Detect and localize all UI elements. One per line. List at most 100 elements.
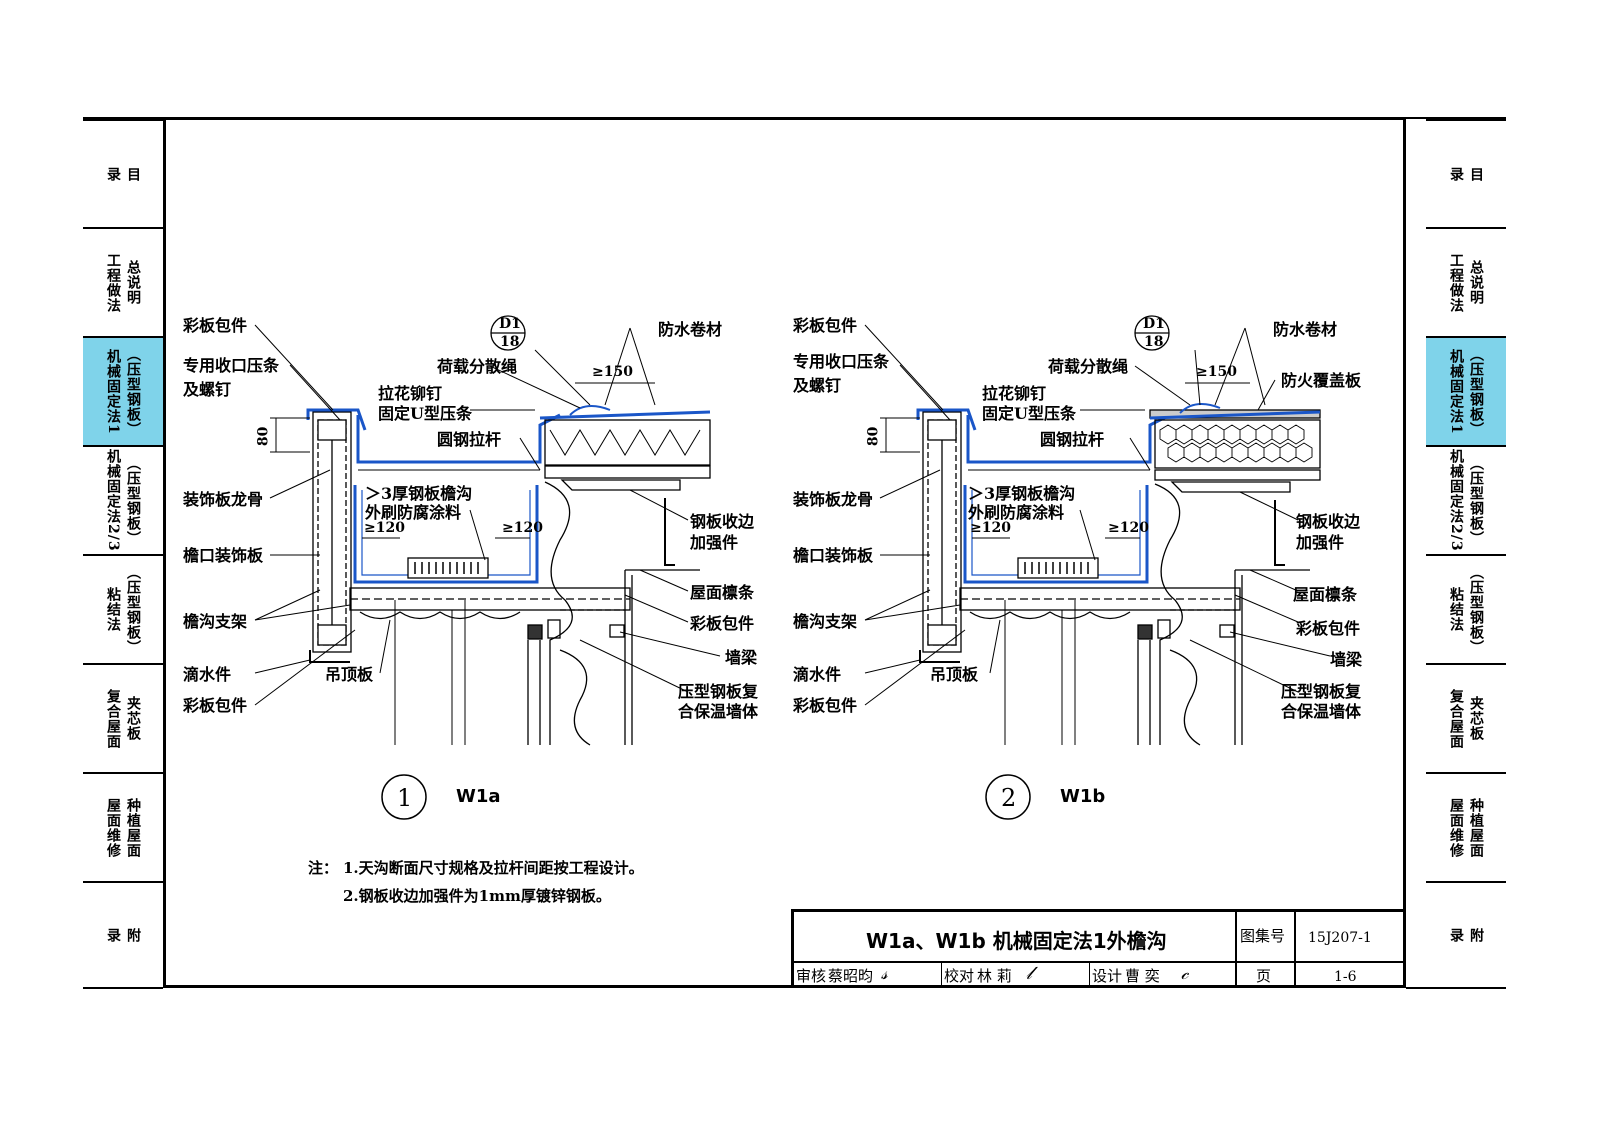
sidebar-item-label: 粘结法: [1448, 587, 1464, 632]
label-gutter-2: 外刷防腐涂料: [968, 503, 1065, 522]
label-screw: 及螺钉: [183, 380, 232, 399]
sidebar-item-6[interactable]: 夹芯板复合屋面: [83, 663, 163, 772]
diagram-1-title: W1a: [456, 786, 501, 807]
detail-ref-bottom: 18: [500, 334, 520, 350]
note-item-1: 1.天沟断面尺寸规格及拉杆间距按工程设计。: [343, 859, 644, 877]
sidebar-item-5[interactable]: （压型钢板）粘结法: [83, 554, 163, 663]
top-rule-left: [83, 117, 163, 119]
sidebar-item-4[interactable]: （压型钢板）机械固定法2/3: [83, 445, 163, 554]
notes-prefix: 注：: [308, 859, 339, 877]
sidebar-item-label: （压型钢板）: [125, 346, 141, 437]
label-edge-1: 钢板收边: [1296, 512, 1361, 531]
label-keel: 装饰板龙骨: [793, 490, 874, 509]
reviewer-signature: 𝓈: [881, 963, 888, 984]
sidebar-item-text: （压型钢板）机械固定法1: [1426, 338, 1506, 445]
sidebar-item-text: （压型钢板）粘结法: [1426, 556, 1506, 663]
label-drip: 滴水件: [183, 665, 232, 684]
sidebar-item-label: 目: [125, 166, 141, 182]
sidebar-item-7[interactable]: 种植屋面屋面维修: [83, 772, 163, 881]
sidebar-item-label: 粘结法: [105, 587, 121, 632]
checker-name: 林 莉: [977, 967, 1012, 985]
sidebar-item-7[interactable]: 种植屋面屋面维修: [1426, 772, 1506, 881]
diagram-1-number: 1: [397, 784, 413, 812]
sidebar-item-label: （压型钢板）: [125, 564, 141, 655]
tb-row-divider: [794, 961, 1406, 963]
sidebar-item-label: （压型钢板）: [1468, 564, 1484, 655]
label-color-board-2: 彩板包件: [690, 614, 755, 633]
sidebar-item-2[interactable]: 总说明工程做法: [1426, 227, 1506, 336]
sidebar-item-label: 目: [1468, 166, 1484, 182]
dim-120b: ≥120: [502, 520, 543, 536]
label-color-board-2: 彩板包件: [1296, 619, 1361, 638]
sidebar-item-3[interactable]: （压型钢板）机械固定法1: [83, 336, 163, 445]
sidebar-item-label: 屋面维修: [1448, 797, 1464, 858]
label-fire-board: 防火覆盖板: [1281, 371, 1362, 390]
label-gutter-1: ＞3厚钢板檐沟: [968, 484, 1076, 503]
sidebar-item-6[interactable]: 夹芯板复合屋面: [1426, 663, 1506, 772]
label-ceiling: 吊顶板: [930, 665, 979, 684]
sidebar-item-label: 机械固定法1: [1448, 348, 1464, 435]
label-closing-strip: 专用收口压条: [183, 356, 280, 375]
dim-120a: ≥120: [364, 520, 405, 536]
designer-signature: 𝒸: [1181, 963, 1189, 984]
sidebar-item-text: 目录: [83, 121, 163, 227]
check-label: 校对: [944, 967, 975, 985]
label-load-rope: 荷载分散绳: [1048, 357, 1129, 376]
tb-col-divider-2: [1294, 912, 1296, 988]
label-closing-strip: 专用收口压条: [793, 352, 890, 371]
detail-ref-top: D1: [1143, 316, 1165, 332]
sidebar-item-4[interactable]: （压型钢板）机械固定法2/3: [1426, 445, 1506, 554]
sidebar-item-3[interactable]: （压型钢板）机械固定法1: [1426, 336, 1506, 445]
sidebar-item-text: （压型钢板）机械固定法2/3: [1426, 447, 1506, 554]
label-rivet: 拉花铆钉: [378, 384, 443, 403]
page-label: 页: [1256, 967, 1272, 985]
label-membrane: 防水卷材: [658, 320, 723, 339]
label-bracket: 檐沟支架: [793, 612, 858, 631]
sidebar-item-5[interactable]: （压型钢板）粘结法: [1426, 554, 1506, 663]
label-wall-2: 合保温墙体: [1281, 702, 1362, 721]
label-steel-rod: 圆钢拉杆: [437, 430, 502, 449]
label-wall-2: 合保温墙体: [678, 702, 759, 721]
sidebar-item-2[interactable]: 总说明工程做法: [83, 227, 163, 336]
designer-name: 曹 奕: [1125, 967, 1160, 985]
label-screw: 及螺钉: [793, 376, 842, 395]
tb-sig-div-1: [941, 961, 942, 988]
sidebar-item-label: 机械固定法1: [105, 348, 121, 435]
sidebar-item-label: 复合屋面: [105, 688, 121, 749]
label-keel: 装饰板龙骨: [183, 490, 264, 509]
label-color-board-3: 彩板包件: [793, 696, 858, 715]
dim-80: 80: [865, 426, 882, 447]
note-item-2: 2.钢板收边加强件为1mm厚镀锌钢板。: [343, 887, 611, 905]
sidebar-item-text: 夹芯板复合屋面: [1426, 665, 1506, 772]
bottom-rule-right: [1406, 987, 1506, 989]
sidebar-item-label: 种植屋面: [125, 797, 141, 858]
sidebar-item-label: 复合屋面: [1448, 688, 1464, 749]
sidebar-item-text: （压型钢板）机械固定法2/3: [83, 447, 163, 554]
sidebar-item-label: 总说明: [1468, 260, 1484, 305]
label-purlin: 屋面檩条: [1293, 585, 1358, 604]
sidebar-item-8[interactable]: 附录: [83, 881, 163, 987]
sidebar-item-text: 夹芯板复合屋面: [83, 665, 163, 772]
label-color-board-1: 彩板包件: [793, 316, 858, 335]
drawing-title: W1a、W1b 机械固定法1外檐沟: [866, 929, 1167, 953]
sidebar-item-label: 屋面维修: [105, 797, 121, 858]
dim-150: ≥150: [592, 364, 633, 380]
label-ceiling: 吊顶板: [325, 665, 374, 684]
label-wall-beam: 墙梁: [725, 648, 758, 667]
tb-sig-div-2: [1089, 961, 1090, 988]
sidebar-item-label: 录: [1448, 927, 1464, 943]
dim-150: ≥150: [1196, 364, 1237, 380]
sidebar-item-1[interactable]: 目录: [83, 119, 163, 227]
sidebar-item-8[interactable]: 附录: [1426, 881, 1506, 987]
drawing-frame: [163, 117, 1406, 988]
sidebar-item-text: （压型钢板）粘结法: [83, 556, 163, 663]
label-steel-rod: 圆钢拉杆: [1040, 430, 1105, 449]
sidebar-item-label: 夹芯板: [1468, 696, 1484, 741]
dim-80: 80: [255, 426, 272, 447]
label-rivet: 拉花铆钉: [982, 384, 1047, 403]
sidebar-item-text: 种植屋面屋面维修: [1426, 774, 1506, 881]
label-wall-beam: 墙梁: [1330, 650, 1363, 669]
title-block: W1a、W1b 机械固定法1外檐沟 图集号 15J207-1 审核 蔡昭昀 𝓈 …: [791, 909, 1406, 988]
sidebar-item-text: （压型钢板）机械固定法1: [83, 338, 163, 445]
sidebar-item-1[interactable]: 目录: [1426, 119, 1506, 227]
